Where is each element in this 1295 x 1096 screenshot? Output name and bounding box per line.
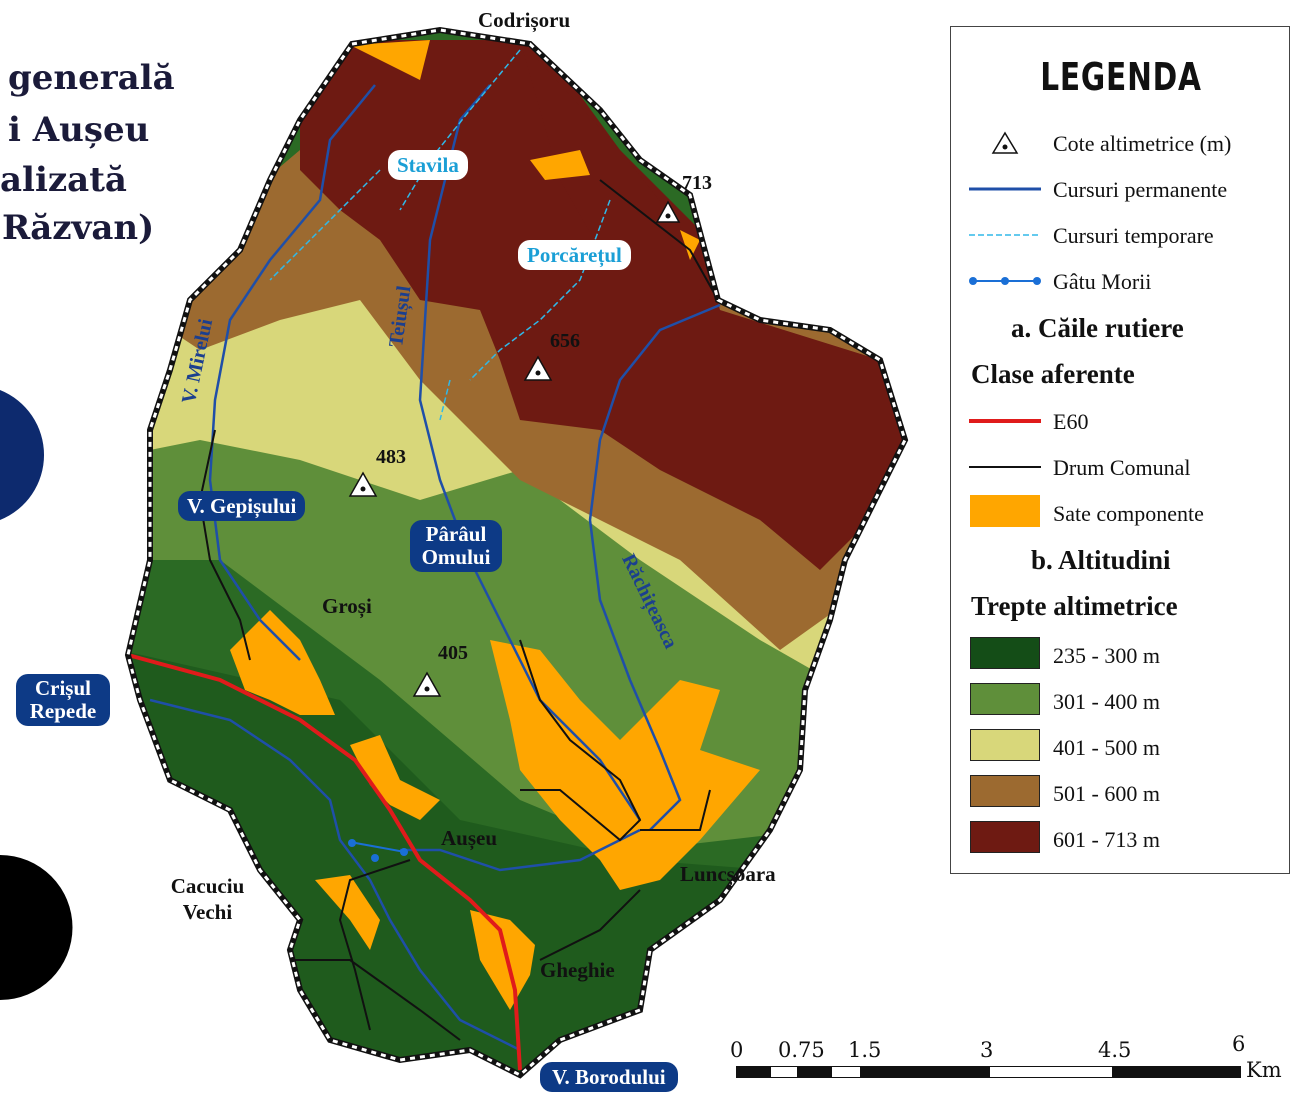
altitude-swatch-4 [970, 775, 1040, 807]
label-auseu: Aușeu [441, 826, 498, 850]
legend-panel: LEGENDA Cote altimetrice (m) Cursuri per… [950, 26, 1290, 874]
legend-subsection-altitudes: Trepte altimetrice [971, 591, 1178, 621]
logo-partial-black [0, 855, 73, 1000]
label-grosi: Groși [322, 594, 372, 618]
temporary-river-icon [969, 234, 1041, 236]
altitude-swatch-3 [970, 729, 1040, 761]
scale-seg-6 [989, 1066, 1113, 1078]
elev-656: 656 [550, 330, 580, 352]
scale-tick-45: 4.5 [1098, 1038, 1132, 1062]
scale-seg-2 [770, 1066, 798, 1078]
legend-item-alt-4: 501 - 600 m [951, 773, 1291, 813]
label-omului: Omului [421, 545, 491, 569]
elev-713: 713 [682, 172, 712, 194]
label-crisul-repede: Crișul Repede [16, 674, 110, 726]
legend-item-permanent: Cursuri permanente [951, 169, 1291, 209]
villages [230, 40, 760, 1010]
e60-road [127, 653, 522, 1071]
altitude-swatch-2 [970, 683, 1040, 715]
triangle-dot-icon [412, 671, 442, 697]
legend-item-alt-3: 401 - 500 m [951, 727, 1291, 767]
permanent-river-icon [969, 187, 1041, 191]
legend-subsection-roads: Clase aferente [971, 359, 1135, 389]
e60-road-icon [969, 419, 1041, 423]
scale-seg-1 [736, 1066, 770, 1078]
gatu-morii-icon [969, 277, 1041, 285]
scale-seg-7 [1113, 1066, 1241, 1078]
commune-road-icon [969, 466, 1041, 468]
village-swatch [970, 495, 1040, 527]
label-gheghie: Gheghie [540, 958, 615, 982]
elev-405: 405 [438, 642, 468, 664]
title-line-1: generală [8, 58, 175, 98]
legend-item-sate: Sate componente [951, 493, 1291, 533]
logo-partial-blue [0, 390, 45, 520]
triangle-dot-icon [655, 200, 681, 223]
label-borodului: V. Borodului [540, 1062, 678, 1092]
label-vechi: Vechi [182, 900, 233, 924]
legend-label-gatu-morii: Gâtu Morii [1053, 269, 1152, 294]
title-line-2: i Aușeu [8, 110, 150, 150]
label-repede: Repede [29, 699, 97, 723]
elevation-markers [348, 200, 681, 697]
legend-section-roads: a. Căile rutiere [1011, 313, 1184, 343]
legend-heading: LEGENDA [1040, 55, 1202, 99]
legend-label-alt-3: 401 - 500 m [1053, 735, 1160, 760]
title-line-3: alizată [0, 160, 127, 200]
elev-483: 483 [376, 446, 406, 468]
scale-tick-075: 0.75 [778, 1038, 825, 1062]
triangle-dot-icon [348, 471, 378, 497]
title-line-4: Răzvan) [2, 208, 155, 248]
scale-tick-0: 0 [730, 1038, 744, 1062]
legend-item-gatu-morii: Gâtu Morii [951, 261, 1291, 301]
altitude-swatch-1 [970, 637, 1040, 669]
label-porcaretul: Porcărețul [518, 240, 631, 270]
legend-label-e60: E60 [1053, 409, 1089, 434]
legend-label-alt-4: 501 - 600 m [1053, 781, 1160, 806]
legend-section-altitudes: b. Altitudini [1031, 545, 1171, 575]
label-luncsoara: Luncșoara [680, 862, 776, 886]
basin-border-dash [126, 28, 907, 1077]
legend-label-temporary: Cursuri temporare [1053, 223, 1214, 248]
legend-item-alt-1: 235 - 300 m [951, 635, 1291, 675]
scale-seg-5 [861, 1066, 989, 1078]
label-codrisoru: Codrișoru [478, 8, 571, 32]
label-paraul-omului: Pârâul Omului [410, 520, 502, 572]
scale-unit: Km [1246, 1058, 1282, 1082]
legend-item-alt-2: 301 - 400 m [951, 681, 1291, 721]
triangle-dot-icon [991, 131, 1019, 154]
scale-tick-15: 1.5 [848, 1038, 882, 1062]
legend-item-elevation: Cote altimetrice (m) [951, 123, 1291, 163]
legend-item-alt-5: 601 - 713 m [951, 819, 1291, 859]
legend-label-alt-5: 601 - 713 m [1053, 827, 1160, 852]
legend-item-drum-comunal: Drum Comunal [951, 447, 1291, 487]
legend-label-drum-comunal: Drum Comunal [1053, 455, 1191, 480]
legend-label-elevation: Cote altimetrice (m) [1053, 131, 1232, 156]
label-cacuciu: Cacuciu [170, 874, 245, 898]
commune-roads [198, 179, 719, 1041]
gatu-morii [348, 839, 408, 862]
label-crisul: Crișul [34, 676, 91, 700]
legend-item-e60: E60 [951, 401, 1291, 441]
scale-seg-3 [798, 1066, 831, 1078]
scale-tick-6: 6 [1232, 1032, 1246, 1056]
scale-tick-3: 3 [980, 1038, 994, 1062]
legend-label-alt-2: 301 - 400 m [1053, 689, 1160, 714]
triangle-dot-icon [523, 355, 553, 381]
label-gepisului: V. Gepișului [178, 491, 306, 521]
label-stavila: Stavila [388, 150, 468, 180]
altitude-swatch-5 [970, 821, 1040, 853]
legend-item-temporary: Cursuri temporare [951, 215, 1291, 255]
label-paraul: Pârâul [425, 522, 487, 546]
legend-label-permanent: Cursuri permanente [1053, 177, 1228, 202]
legend-label-alt-1: 235 - 300 m [1053, 643, 1160, 668]
scale-seg-4 [831, 1066, 861, 1078]
legend-label-sate: Sate componente [1053, 501, 1204, 526]
